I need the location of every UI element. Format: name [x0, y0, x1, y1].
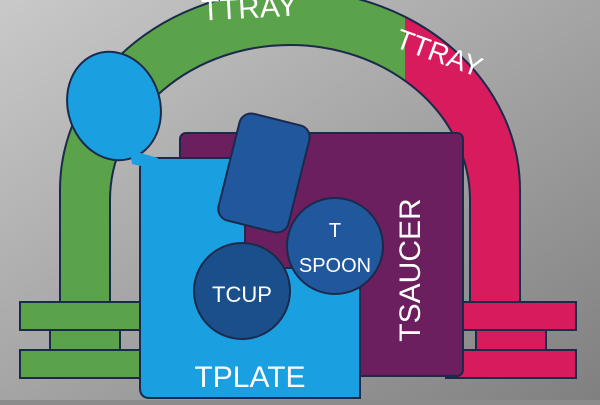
spoon-head	[66, 50, 162, 170]
arch-right-foot	[445, 301, 577, 379]
spoon-label-line2: SPOON	[299, 255, 371, 277]
cup-stem	[217, 112, 311, 234]
cup	[193, 242, 291, 340]
arch-left-foot	[19, 301, 151, 379]
saucer-label: TSAUCER	[394, 198, 427, 341]
arch-left-label: TTRAY	[201, 0, 299, 28]
spoon	[286, 197, 384, 295]
plate-label: TPLATE	[194, 361, 305, 394]
arch-right-pink	[405, 15, 521, 331]
cup-label: TCUP	[212, 282, 272, 307]
spoon-label-line1: T	[329, 220, 341, 242]
